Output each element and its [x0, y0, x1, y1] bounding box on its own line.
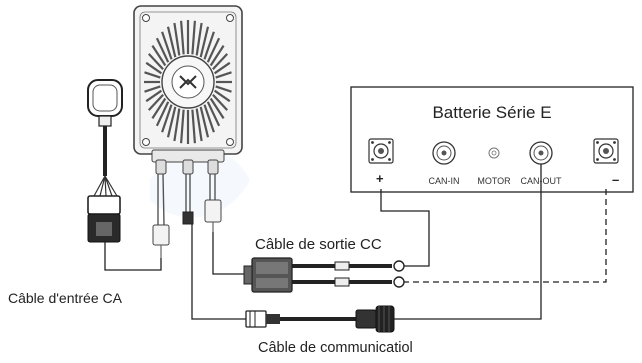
battery-title: Batterie Série E	[432, 103, 551, 122]
charger-wires	[157, 173, 216, 226]
heatsink-fin	[191, 109, 196, 144]
ac-plug-head-inner	[92, 84, 118, 112]
bolt-icon	[142, 14, 150, 22]
heatsink-fin	[203, 31, 215, 60]
heatsink-fin	[209, 97, 225, 119]
heatsink-fin	[147, 53, 164, 71]
heatsink-fin	[144, 71, 161, 79]
ac-plug-neck	[98, 115, 112, 127]
heatsink-fin	[151, 97, 167, 119]
can-out-port	[529, 141, 553, 165]
heatsink-fin	[161, 31, 173, 60]
comm-plug-round	[355, 309, 377, 329]
heatsink-fins	[144, 20, 232, 144]
heatsink-fin	[166, 106, 177, 138]
dc-output-cable	[243, 257, 405, 293]
heatsink-fin	[215, 71, 232, 79]
can-in-label: CAN-IN	[429, 176, 460, 186]
bolt-icon	[226, 138, 234, 146]
negative-sign: –	[612, 172, 619, 187]
ac-cable-label: Câble d'entrée CA	[8, 290, 123, 306]
heatsink-fin	[212, 53, 229, 71]
heatsink-fin	[147, 93, 164, 111]
ring-terminal-icon	[393, 260, 405, 272]
ac-input-cable	[87, 79, 123, 243]
heatsink-fin	[206, 37, 221, 63]
connector-plug-icon	[182, 211, 194, 225]
heatsink-fin	[195, 108, 203, 142]
heatsink-fin	[145, 89, 163, 103]
gland-icon	[207, 159, 219, 175]
heatsink-fin	[203, 104, 215, 133]
gland-icon	[182, 159, 194, 175]
battery-box	[350, 86, 634, 193]
heatsink-fin	[151, 45, 167, 67]
motor-label: MOTOR	[477, 176, 511, 186]
ac-connector-housing	[87, 195, 121, 215]
heatsink-fin	[144, 85, 161, 93]
heatsink-fin	[180, 20, 185, 55]
gland-icon	[155, 159, 167, 175]
heatsink-fin	[213, 61, 231, 75]
heatsink-fin	[206, 101, 221, 127]
heatsink-fin	[209, 45, 225, 67]
communication-cable	[245, 305, 395, 333]
heatsink-fin	[215, 85, 232, 93]
heatsink-fin	[199, 26, 210, 58]
comm-plug-small	[245, 310, 267, 328]
connector-plug-icon	[204, 199, 222, 223]
ring-terminal-icon	[393, 276, 405, 288]
comm-leader-line	[191, 224, 246, 320]
heatsink-fin	[155, 101, 170, 127]
heatsink-fin	[166, 26, 177, 58]
positive-sign: +	[376, 171, 384, 186]
negative-wire	[404, 189, 607, 283]
can-in-port	[432, 141, 456, 165]
heatsink-fin	[180, 109, 185, 144]
dc-leader-line	[212, 232, 244, 275]
heatsink-fin	[213, 89, 231, 103]
heatsink-fin	[173, 22, 181, 56]
comm-cable-label: Câble de communicatiol	[258, 340, 413, 356]
motor-port	[488, 147, 500, 159]
charger-inner-frame	[139, 11, 237, 149]
bolt-icon	[226, 14, 234, 22]
heatsink-fin	[161, 104, 173, 133]
connection-lines	[104, 164, 607, 320]
heatsink-fin	[173, 108, 181, 142]
watermark-logo	[150, 150, 250, 218]
dc-cable-label: Câble de sortie CC	[255, 236, 382, 253]
charger-unit	[133, 5, 243, 175]
logo-icon	[179, 75, 197, 89]
heatsink-fin	[212, 93, 229, 111]
heatsink-fin	[199, 106, 210, 138]
ac-leader-line	[104, 242, 162, 271]
connector-plug-icon	[152, 224, 170, 246]
heatsink-fin	[195, 22, 203, 56]
positive-terminal	[368, 138, 394, 164]
bolt-icon	[142, 138, 150, 146]
positive-wire	[380, 189, 430, 267]
negative-terminal	[593, 138, 619, 164]
heatsink-fin	[145, 61, 163, 75]
fan-hub-inner	[171, 65, 205, 99]
can-out-wire	[394, 164, 542, 320]
heatsink-fin	[191, 20, 196, 55]
heatsink-fin	[155, 37, 170, 63]
